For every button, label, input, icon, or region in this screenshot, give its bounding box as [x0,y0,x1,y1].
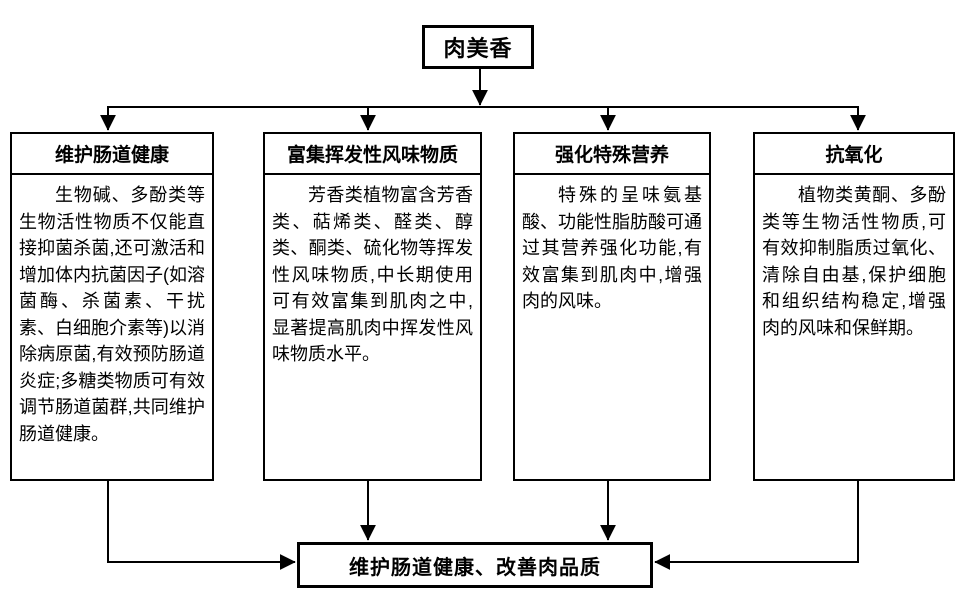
outcome-node-meat-quality: 维护肠道健康、改善肉品质 [297,542,653,588]
branch-body: 特殊的呈味氨基酸、功能性脂肪酸可通过其营养强化功能,有效富集到肌肉中,增强肉的风… [522,185,702,311]
branch-node-volatile-flavor: 富集挥发性风味物质 芳香类植物富含芳香类、萜烯类、醛类、醇类、酮类、硫化物等挥发… [263,132,482,481]
branch-body: 植物类黄酮、多酚类等生物活性物质,可有效抑制脂质过氧化、清除自由基,保护细胞和组… [762,185,946,338]
branch-title: 维护肠道健康 [12,134,212,175]
root-node-meat-flavor: 肉美香 [422,25,534,69]
branch-title: 强化特殊营养 [515,134,709,175]
branch-body: 生物碱、多酚类等生物活性物质不仅能直接抑菌杀菌,还可激活和增加体内抗菌因子(如溶… [19,185,205,444]
branch-node-antioxidant: 抗氧化 植物类黄酮、多酚类等生物活性物质,可有效抑制脂质过氧化、清除自由基,保护… [753,132,955,481]
branch-title: 抗氧化 [755,134,953,175]
branch-node-intestinal-health: 维护肠道健康 生物碱、多酚类等生物活性物质不仅能直接抑菌杀菌,还可激活和增加体内… [10,132,214,481]
branch-node-special-nutrition: 强化特殊营养 特殊的呈味氨基酸、功能性脂肪酸可通过其营养强化功能,有效富集到肌肉… [513,132,711,481]
branch-body: 芳香类植物富含芳香类、萜烯类、醛类、醇类、酮类、硫化物等挥发性风味物质,中长期使… [272,185,473,364]
root-node-label: 肉美香 [443,36,513,61]
branch-title: 富集挥发性风味物质 [265,134,480,175]
outcome-node-label: 维护肠道健康、改善肉品质 [349,556,601,579]
